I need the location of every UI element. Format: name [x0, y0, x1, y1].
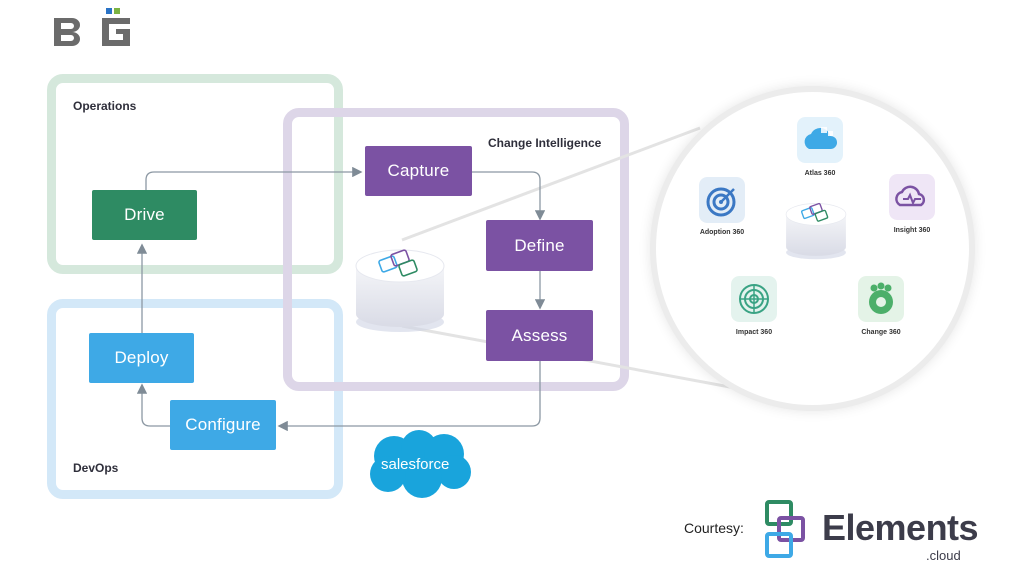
- deploy-node: Deploy: [89, 333, 194, 383]
- assess-node: Assess: [486, 310, 593, 361]
- change-360-label: Change 360: [861, 329, 901, 336]
- operations-region: [47, 74, 343, 274]
- atlas-360-label: Atlas 360: [804, 170, 836, 177]
- change-gear-people-icon: [858, 276, 904, 322]
- capture-node: Capture: [365, 146, 472, 196]
- salesforce-label: salesforce: [381, 456, 450, 473]
- change-intelligence-label: Change Intelligence: [488, 136, 602, 150]
- devops-region: [47, 299, 343, 499]
- bg-logo-icon: [54, 8, 130, 46]
- configure-node: Configure: [170, 400, 276, 450]
- courtesy-label: Courtesy:: [684, 520, 744, 536]
- impact-360-label: Impact 360: [735, 329, 773, 336]
- adoption-360-label: Adoption 360: [699, 229, 745, 236]
- elements-cloud-wordmark: .cloud: [926, 548, 961, 563]
- adoption-target-icon: [699, 177, 745, 223]
- change-intelligence-region: [283, 108, 629, 391]
- drive-node: Drive: [92, 190, 197, 240]
- insight-cloud-pulse-icon: [889, 174, 935, 220]
- impact-radar-icon: [731, 276, 777, 322]
- define-node: Define: [486, 220, 593, 271]
- elements-wordmark: Elements: [822, 507, 979, 548]
- insight-360-label: Insight 360: [893, 227, 931, 234]
- salesforce-cloud-icon: [370, 430, 471, 498]
- cylinder-icon: [785, 202, 847, 260]
- operations-label: Operations: [73, 99, 137, 113]
- elements-logo-icon: [765, 500, 805, 558]
- atlas-cloud-puzzle-icon: [797, 117, 843, 163]
- devops-label: DevOps: [73, 461, 119, 475]
- cylinder-icon: [355, 249, 445, 332]
